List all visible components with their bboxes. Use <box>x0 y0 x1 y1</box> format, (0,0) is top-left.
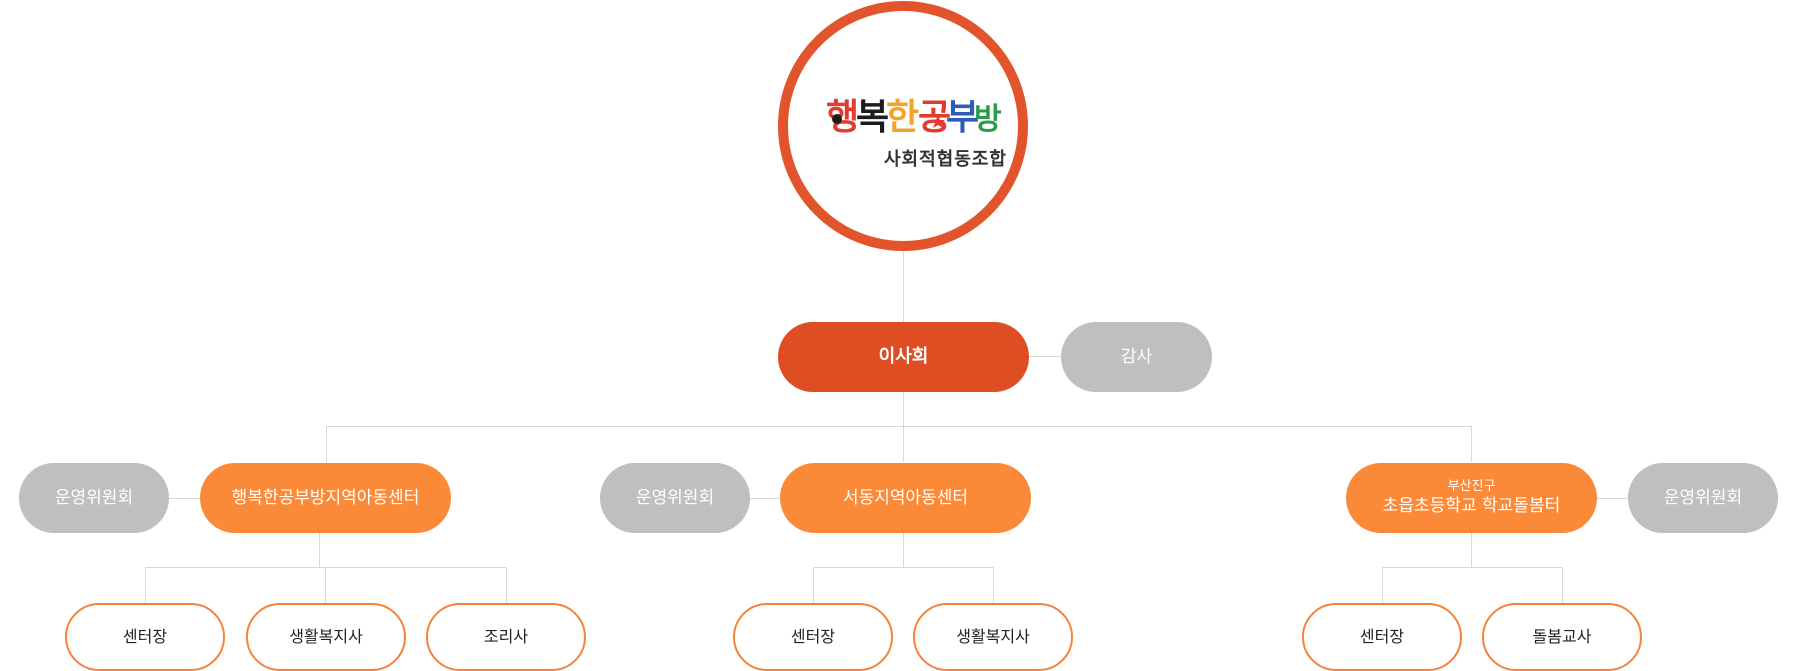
committee-node-center3[interactable]: 운영위원회 <box>1628 463 1778 533</box>
connector-committee3 <box>1597 498 1628 499</box>
connector-center1-staff1 <box>145 567 146 603</box>
committee-node-center1[interactable]: 운영위원회 <box>19 463 169 533</box>
connector-center3-staff1 <box>1382 567 1383 603</box>
connector-center3-staff2 <box>1562 567 1563 603</box>
svg-text:방: 방 <box>974 102 1002 137</box>
connector-center3-staff-vertical <box>1471 533 1472 567</box>
connector-center1-staff3 <box>506 567 507 603</box>
connector-center2-staff-vertical <box>903 533 904 567</box>
connector-centers-horizontal <box>326 426 1472 427</box>
committee-node-center2[interactable]: 운영위원회 <box>600 463 750 533</box>
auditor-node[interactable]: 감사 <box>1061 322 1212 392</box>
connector-center1-staff-vertical <box>319 533 320 567</box>
svg-text:복: 복 <box>856 97 889 138</box>
connector-center3-staff-horizontal <box>1382 567 1563 568</box>
board-node[interactable]: 이사회 <box>778 322 1029 392</box>
center-node-choeup-line1: 부산진구 <box>1447 478 1496 494</box>
connector-committee2 <box>750 498 780 499</box>
connector-board-down <box>903 392 904 462</box>
staff-node-center3-care-teacher[interactable]: 돌봄교사 <box>1482 603 1642 671</box>
connector-board-auditor <box>1029 356 1061 357</box>
staff-node-center1-welfare[interactable]: 생활복지사 <box>246 603 406 671</box>
svg-text:행: 행 <box>826 97 859 138</box>
staff-node-center3-director[interactable]: 센터장 <box>1302 603 1462 671</box>
connector-logo-board <box>903 250 904 322</box>
staff-node-center2-welfare[interactable]: 생활복지사 <box>913 603 1073 671</box>
logo-brand-mark: 행 복 한 공 부 방 <box>826 97 1002 138</box>
center-node-seodong[interactable]: 서동지역아동센터 <box>780 463 1031 533</box>
center-node-choeup-line2: 초읍초등학교 학교돌봄터 <box>1382 496 1561 517</box>
staff-node-center2-director[interactable]: 센터장 <box>733 603 893 671</box>
connector-center2-staff1 <box>813 567 814 603</box>
svg-text:한: 한 <box>886 97 919 138</box>
staff-node-center1-cook[interactable]: 조리사 <box>426 603 586 671</box>
svg-text:부: 부 <box>946 97 979 138</box>
center-node-choeup[interactable]: 부산진구 초읍초등학교 학교돌봄터 <box>1346 463 1597 533</box>
connector-center2-staff-horizontal <box>813 567 994 568</box>
connector-center1-staff2 <box>325 567 326 603</box>
connector-committee1 <box>169 498 200 499</box>
logo-circle: 행 복 한 공 부 방 사회적협동조합 <box>778 1 1028 251</box>
connector-center1-down <box>326 426 327 462</box>
center-node-haengbok[interactable]: 행복한공부방지역아동센터 <box>200 463 451 533</box>
connector-center3-down <box>1471 426 1472 462</box>
staff-node-center1-director[interactable]: 센터장 <box>65 603 225 671</box>
logo-subtitle: 사회적협동조합 <box>884 149 1007 170</box>
svg-text:공: 공 <box>918 97 951 138</box>
connector-center1-staff-horizontal <box>145 567 507 568</box>
connector-center2-staff2 <box>993 567 994 603</box>
